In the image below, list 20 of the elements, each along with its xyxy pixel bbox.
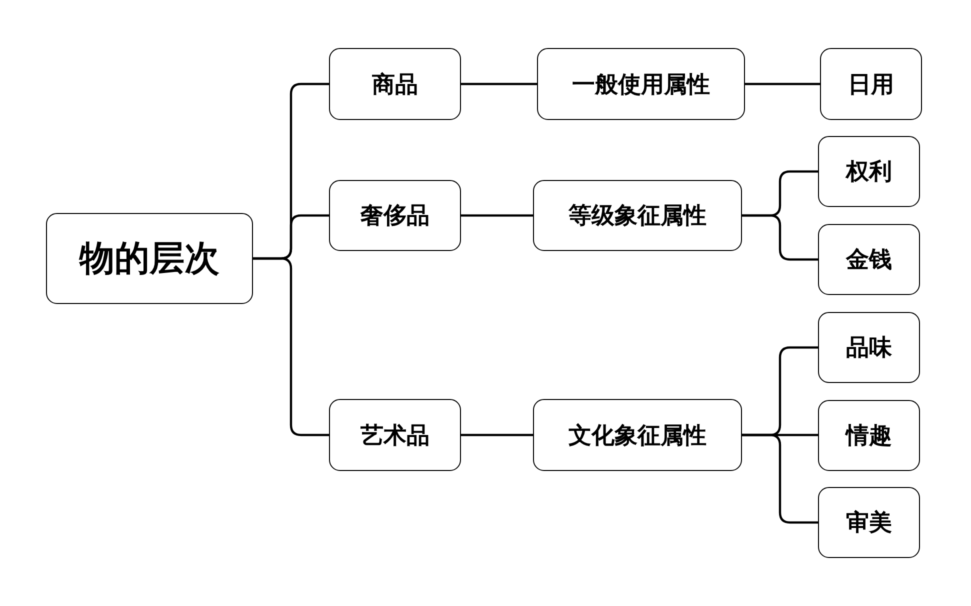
connector-line [253, 257, 329, 436]
topic-box: 艺术品 [329, 399, 461, 471]
topic-box: 权利 [818, 136, 920, 207]
topic-box: 文化象征属性 [533, 399, 742, 471]
topic-box: 情趣 [818, 400, 920, 471]
connector-line [745, 82, 820, 86]
topic-box: 审美 [818, 487, 920, 558]
connector-line [742, 434, 818, 524]
topic-box: 等级象征属性 [533, 180, 742, 251]
connector-line [742, 214, 818, 261]
topic-box: 日用 [820, 48, 922, 120]
topic-box: 品味 [818, 312, 920, 383]
topic-box: 金钱 [818, 224, 920, 295]
connector-line [461, 214, 533, 217]
connector-line [461, 82, 537, 86]
connector-line [461, 434, 533, 436]
topic-box: 一般使用属性 [537, 48, 745, 120]
topic-box: 奢侈品 [329, 180, 461, 251]
topic-box: 商品 [329, 48, 461, 120]
root-node: 物的层次 [46, 213, 253, 304]
